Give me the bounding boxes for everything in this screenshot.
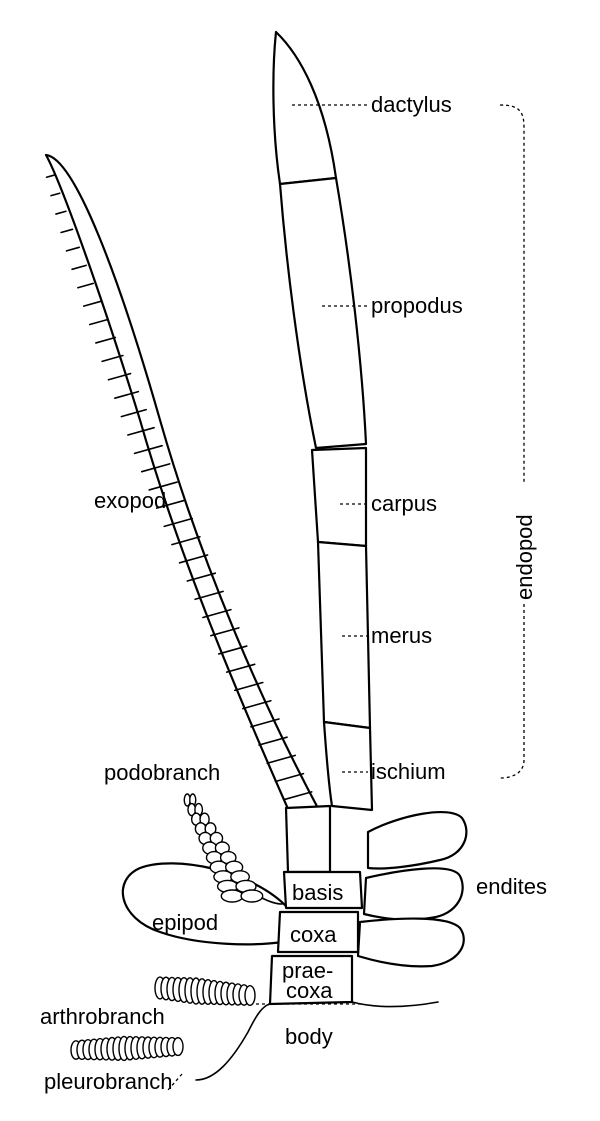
label-ischium: ischium	[371, 759, 446, 784]
label-praecoxa-2: coxa	[286, 978, 333, 1003]
label-exopod: exopod	[94, 488, 166, 513]
label-body: body	[285, 1024, 333, 1049]
endite-middle	[364, 868, 463, 919]
label-endites: endites	[476, 874, 547, 899]
exopod-ring	[47, 175, 54, 177]
exopod-ring	[78, 283, 93, 287]
endites	[358, 812, 466, 966]
podobranch-lamella	[221, 890, 243, 902]
label-endopod: endopod	[512, 514, 537, 600]
arthrobranch-gill	[155, 977, 255, 1005]
propodus-segment	[280, 178, 366, 448]
exopod-ring	[96, 338, 115, 343]
label-epipod: epipod	[152, 910, 218, 935]
exopod-ring	[84, 301, 101, 306]
exopod-ring	[51, 193, 60, 195]
carpus-segment	[312, 448, 366, 546]
label-coxa: coxa	[290, 922, 337, 947]
label-podobranch: podobranch	[104, 760, 220, 785]
podobranch-lamella	[241, 890, 263, 902]
label-basis: basis	[292, 880, 343, 905]
exopod-ring	[72, 265, 86, 269]
label-propodus: propodus	[371, 293, 463, 318]
label-arthrobranch: arthrobranch	[40, 1004, 165, 1029]
label-merus: merus	[371, 623, 432, 648]
exopod-ring	[90, 319, 108, 324]
label-dactylus: dactylus	[371, 92, 452, 117]
label-carpus: carpus	[371, 491, 437, 516]
arthrobranch-lamella	[245, 986, 255, 1006]
exopod-base	[286, 806, 330, 872]
dactylus-segment	[273, 32, 336, 184]
merus-segment	[318, 542, 370, 728]
exopod-ring	[66, 247, 79, 251]
exopod-ring	[61, 229, 72, 232]
pleurobranch-lamella	[173, 1038, 183, 1056]
endite-upper	[368, 812, 466, 868]
endopod-bracket	[500, 105, 524, 778]
pleurobranch-gill	[71, 1036, 183, 1060]
endopod	[273, 32, 372, 810]
label-pleurobranch: pleurobranch	[44, 1069, 172, 1094]
exopod-ring	[56, 211, 66, 214]
ischium-segment	[324, 722, 372, 810]
endite-lower	[358, 919, 464, 967]
